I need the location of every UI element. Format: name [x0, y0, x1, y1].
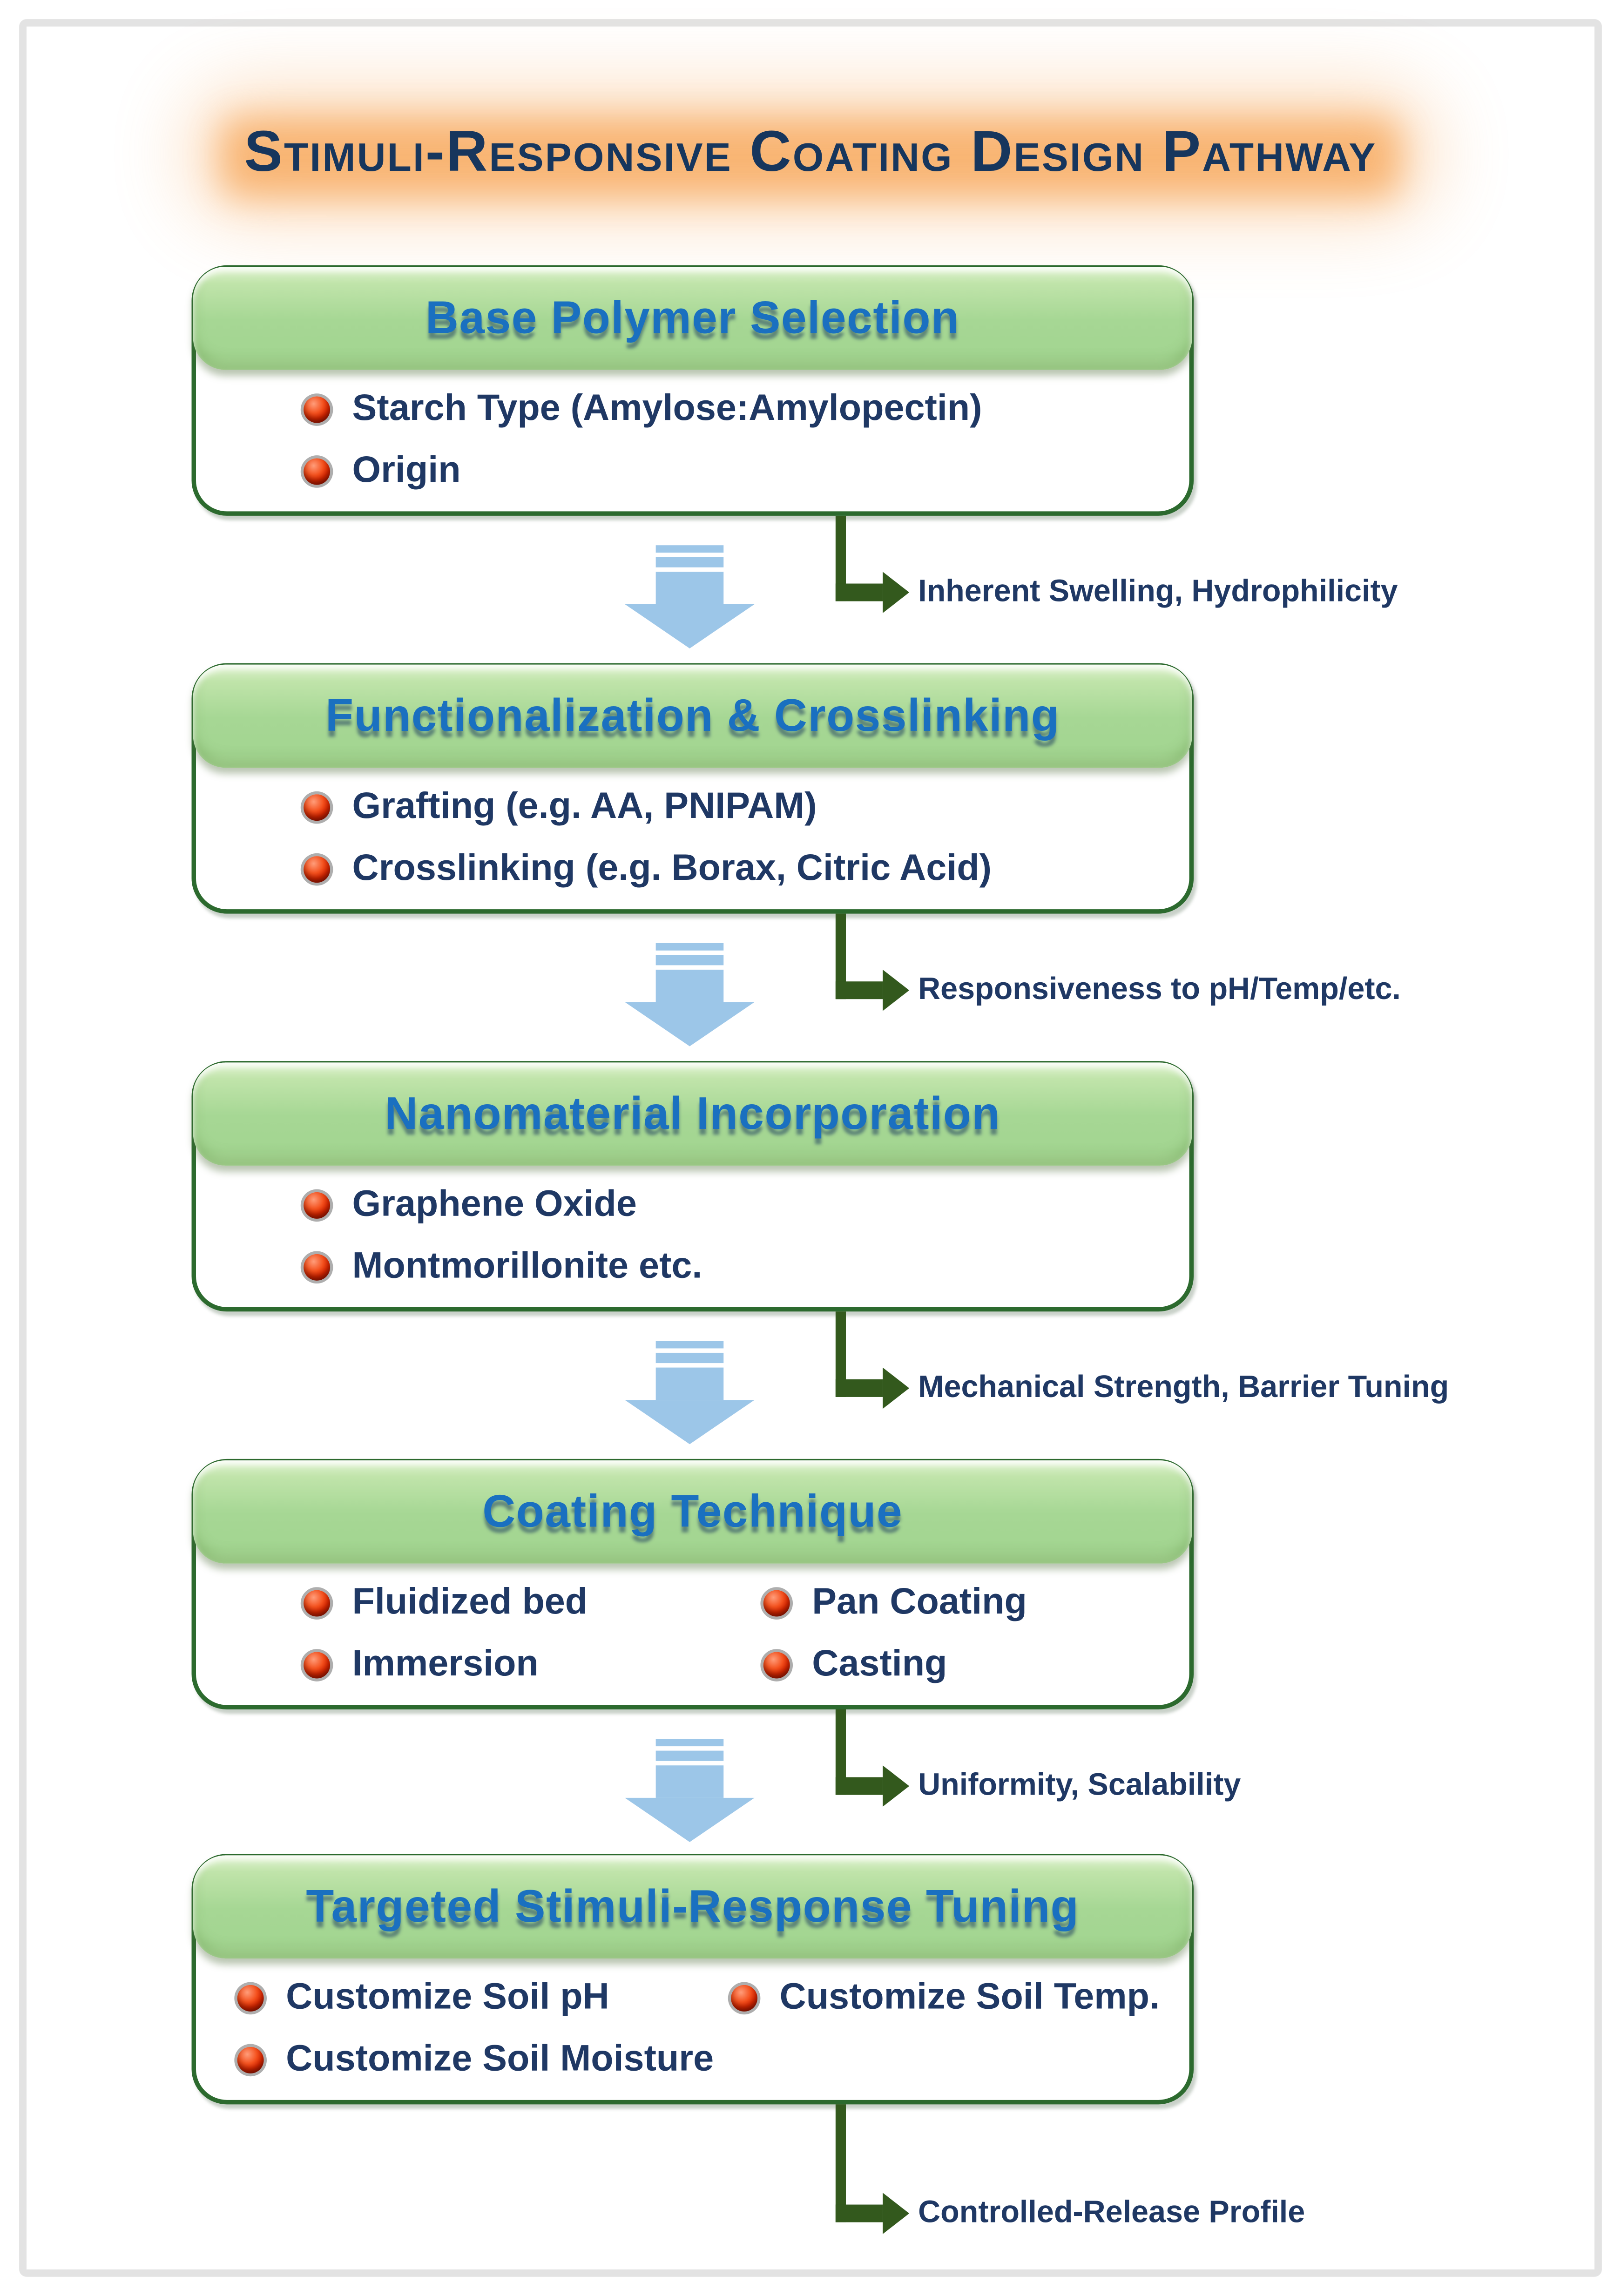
list-item: Grafting (e.g. AA, PNIPAM)	[304, 785, 1175, 828]
outcome-connector-arrow-icon: Inherent Swelling, Hydrophilicity	[835, 515, 1602, 657]
step-title: Coating Technique	[482, 1485, 903, 1537]
list-item: Fluidized bed	[304, 1581, 763, 1624]
list-item: Crosslinking (e.g. Borax, Citric Acid)	[304, 847, 1175, 890]
bullet-list: Starch Type (Amylose:Amylopectin) Origin	[196, 367, 1189, 492]
page-title: Stimuli-Responsive Coating Design Pathwa…	[244, 121, 1377, 184]
list-item: Customize Soil Moisture	[237, 2038, 731, 2081]
outcome-label: Uniformity, Scalability	[918, 1768, 1241, 1803]
down-arrow-icon	[625, 545, 755, 648]
outcome-label: Responsiveness to pH/Temp/etc.	[918, 972, 1401, 1007]
bullet-icon	[304, 1191, 331, 1218]
bullet-icon	[304, 1253, 331, 1280]
bullet-icon	[304, 1651, 331, 1678]
bullet-label: Montmorillonite etc.	[352, 1245, 702, 1287]
step-title: Functionalization & Crosslinking	[325, 689, 1060, 742]
page-title-block: Stimuli-Responsive Coating Design Pathwa…	[0, 86, 1621, 221]
step-header: Functionalization & Crosslinking	[193, 664, 1192, 768]
outcome-connector-arrow-icon: Responsiveness to pH/Temp/etc.	[835, 913, 1602, 1055]
step-header: Coating Technique	[193, 1460, 1192, 1564]
list-item: Casting	[763, 1643, 1189, 1686]
list-item: Starch Type (Amylose:Amylopectin)	[304, 388, 1175, 431]
bullet-icon	[304, 793, 331, 820]
bullet-label: Casting	[812, 1643, 947, 1685]
list-item: Origin	[304, 449, 1175, 492]
step-header: Nanomaterial Incorporation	[193, 1062, 1192, 1166]
bullet-list: Customize Soil pH Customize Soil Temp. C…	[196, 1956, 1189, 2100]
step-box-base-polymer-selection: Base Polymer Selection Starch Type (Amyl…	[191, 265, 1194, 516]
outcome-connector-arrow-icon: Mechanical Strength, Barrier Tuning	[835, 1311, 1602, 1453]
bullet-label: Customize Soil pH	[286, 1976, 609, 2018]
bullet-icon	[763, 1651, 790, 1678]
list-item: Pan Coating	[763, 1581, 1189, 1624]
bullet-list: Grafting (e.g. AA, PNIPAM) Crosslinking …	[196, 765, 1189, 890]
step-header: Base Polymer Selection	[193, 266, 1192, 370]
bullet-icon	[237, 1984, 264, 2011]
bullet-icon	[304, 457, 331, 484]
title-glow	[221, 118, 1400, 198]
outcome-connector-arrow-icon: Uniformity, Scalability	[835, 1709, 1602, 1851]
bullet-list: Graphene Oxide Montmorillonite etc.	[196, 1163, 1189, 1288]
step-title: Base Polymer Selection	[426, 291, 960, 344]
bullet-icon	[304, 395, 331, 422]
step-box-coating-technique: Coating Technique Fluidized bed Pan Coat…	[191, 1459, 1194, 1709]
down-arrow-icon	[625, 1739, 755, 1842]
step-title: Nanomaterial Incorporation	[385, 1087, 1001, 1139]
outcome-label: Mechanical Strength, Barrier Tuning	[918, 1370, 1449, 1405]
list-item: Graphene Oxide	[304, 1183, 1175, 1226]
bullet-label: Starch Type (Amylose:Amylopectin)	[352, 387, 982, 429]
step-box-targeted-stimuli-response-tuning: Targeted Stimuli-Response Tuning Customi…	[191, 1854, 1194, 2105]
bullet-label: Customize Soil Temp.	[779, 1976, 1160, 2018]
bullet-icon	[763, 1589, 790, 1616]
outcome-label: Controlled-Release Profile	[918, 2195, 1305, 2230]
bullet-icon	[237, 2046, 264, 2073]
bullet-icon	[304, 1589, 331, 1616]
list-item: Immersion	[304, 1643, 763, 1686]
bullet-label: Grafting (e.g. AA, PNIPAM)	[352, 785, 817, 827]
list-item: Customize Soil pH	[237, 1976, 731, 2019]
down-arrow-icon	[625, 943, 755, 1047]
bullet-label: Graphene Oxide	[352, 1183, 637, 1225]
bullet-label: Fluidized bed	[352, 1581, 588, 1623]
bullet-label: Crosslinking (e.g. Borax, Citric Acid)	[352, 847, 992, 889]
bullet-icon	[731, 1984, 758, 2011]
outcome-connector-arrow-icon: Controlled-Release Profile	[835, 2104, 1602, 2246]
bullet-label: Customize Soil Moisture	[286, 2038, 714, 2080]
list-item: Montmorillonite etc.	[304, 1245, 1175, 1288]
bullet-list: Fluidized bed Pan Coating Immersion Cast…	[196, 1560, 1189, 1705]
step-box-nanomaterial-incorporation: Nanomaterial Incorporation Graphene Oxid…	[191, 1061, 1194, 1312]
bullet-label: Pan Coating	[812, 1581, 1027, 1623]
step-header: Targeted Stimuli-Response Tuning	[193, 1855, 1192, 1958]
outcome-label: Inherent Swelling, Hydrophilicity	[918, 574, 1398, 609]
step-box-functionalization-crosslinking: Functionalization & Crosslinking Graftin…	[191, 663, 1194, 914]
bullet-label: Origin	[352, 449, 461, 491]
down-arrow-icon	[625, 1341, 755, 1445]
step-title: Targeted Stimuli-Response Tuning	[306, 1880, 1080, 1932]
bullet-label: Immersion	[352, 1643, 539, 1685]
bullet-icon	[304, 855, 331, 882]
list-item: Customize Soil Temp.	[731, 1976, 1189, 2019]
